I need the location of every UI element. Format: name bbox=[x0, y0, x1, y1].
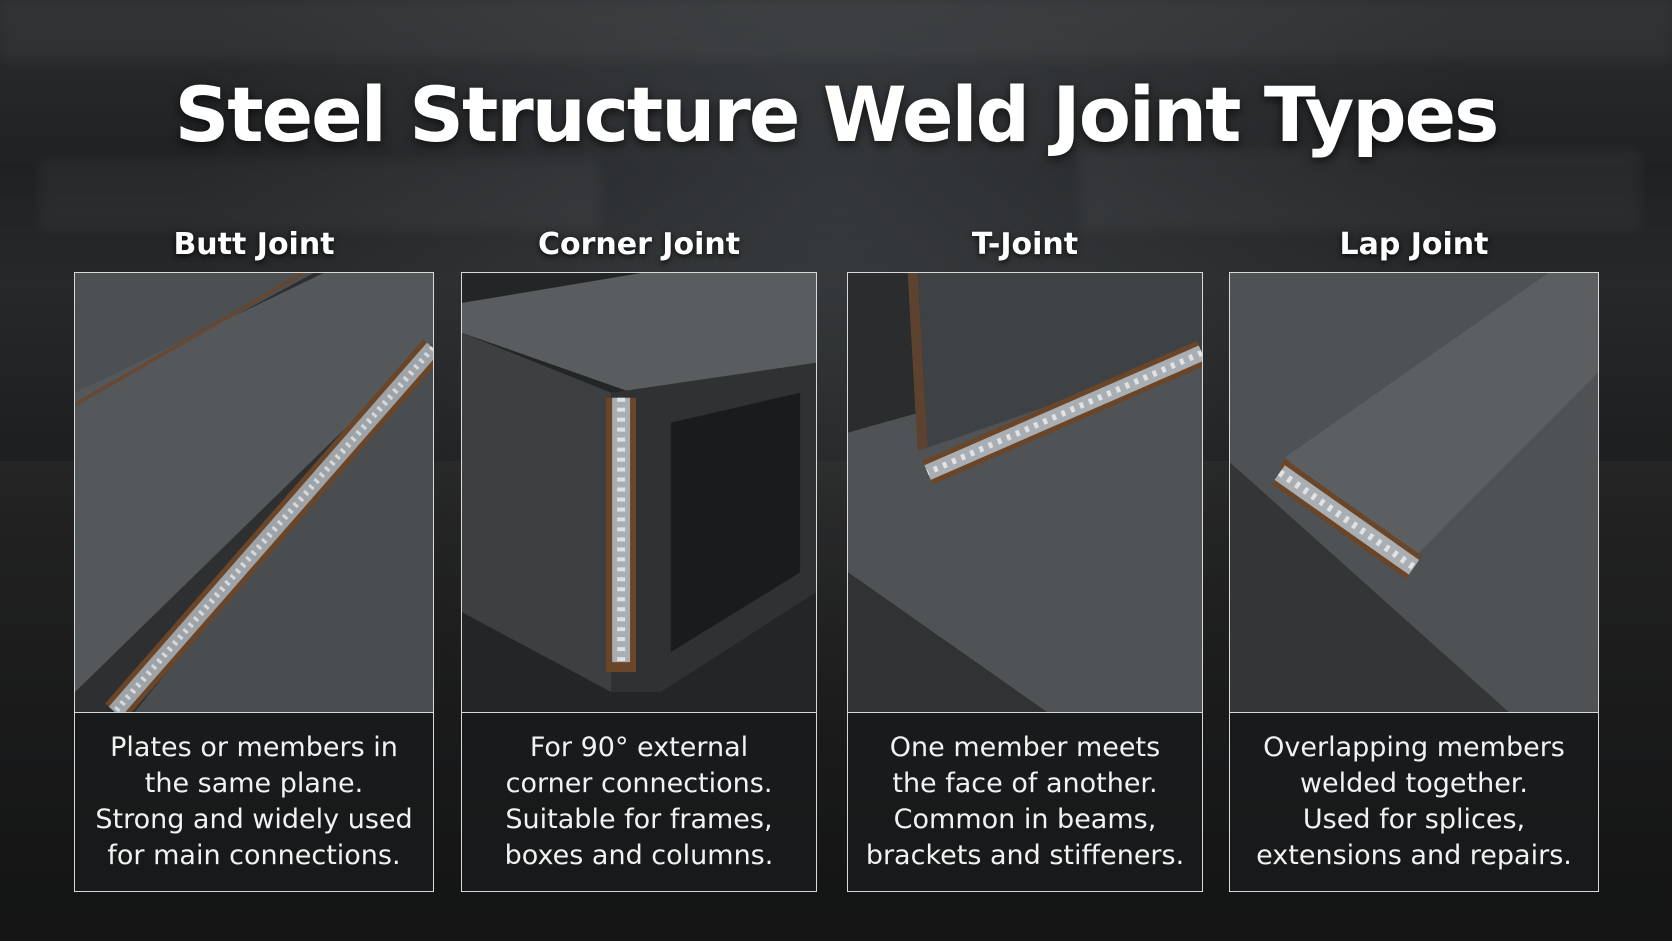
joint-description: For 90° external corner connections. Sui… bbox=[461, 712, 817, 892]
joint-heading: T-Joint bbox=[971, 227, 1079, 262]
description-line: extensions and repairs. bbox=[1256, 840, 1572, 871]
description-line: One member meets bbox=[889, 732, 1161, 763]
t-joint-photo bbox=[847, 272, 1203, 712]
joint-heading: Corner Joint bbox=[537, 227, 741, 262]
description-line: Used for splices, bbox=[1302, 804, 1526, 835]
joint-heading: Lap Joint bbox=[1339, 227, 1489, 262]
description-line: Strong and widely used bbox=[95, 804, 413, 835]
description-line: for main connections. bbox=[107, 840, 401, 871]
butt-joint-photo bbox=[74, 272, 434, 712]
description-line: welded together. bbox=[1299, 768, 1529, 799]
joint-description: One member meets the face of another. Co… bbox=[847, 712, 1203, 892]
corner-joint-photo bbox=[461, 272, 817, 712]
description-line: corner connections. bbox=[505, 768, 773, 799]
description-line: Overlapping members bbox=[1263, 732, 1565, 763]
joint-card-butt: Butt Joint Plates or members in the same… bbox=[74, 222, 434, 892]
description-line: the face of another. bbox=[892, 768, 1158, 799]
joint-card-lap: Lap Joint Overlapping members welded tog… bbox=[1229, 222, 1599, 892]
description-line: Common in beams, bbox=[893, 804, 1157, 835]
description-line: Suitable for frames, bbox=[505, 804, 773, 835]
description-line: For 90° external bbox=[529, 732, 749, 763]
joint-description: Plates or members in the same plane. Str… bbox=[74, 712, 434, 892]
description-line: Plates or members in bbox=[110, 732, 398, 763]
description-line: boxes and columns. bbox=[504, 840, 774, 871]
page-title: Steel Structure Weld Joint Types bbox=[174, 70, 1500, 159]
lap-joint-photo bbox=[1229, 272, 1599, 712]
description-line: the same plane. bbox=[144, 768, 364, 799]
joint-description: Overlapping members welded together. Use… bbox=[1229, 712, 1599, 892]
joint-card-corner: Corner Joint For 90° external corner con… bbox=[461, 222, 817, 892]
joint-heading: Butt Joint bbox=[173, 227, 335, 262]
description-line: brackets and stiffeners. bbox=[865, 840, 1185, 871]
joint-card-t: T-Joint One member meets the face of ano… bbox=[847, 222, 1203, 892]
